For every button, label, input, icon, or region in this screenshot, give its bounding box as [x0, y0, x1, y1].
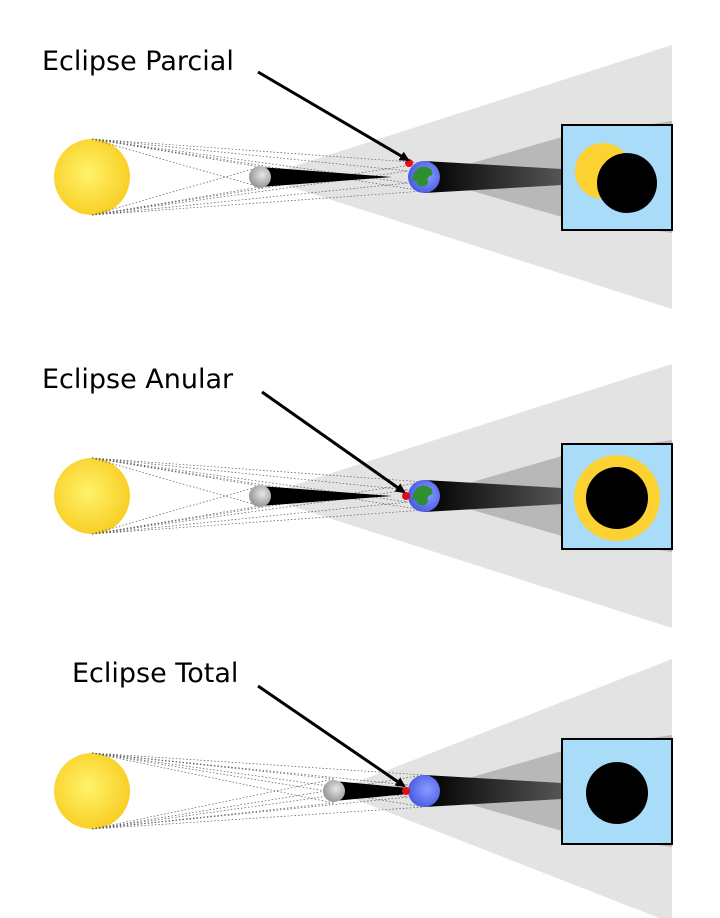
light-ray	[91, 752, 409, 786]
label-arrow	[261, 390, 406, 494]
view-moon	[586, 762, 648, 824]
light-rays	[91, 138, 425, 216]
earth-land	[412, 485, 433, 506]
label-arrow	[257, 684, 406, 788]
light-ray	[91, 778, 335, 830]
light-ray	[91, 489, 409, 535]
light-ray	[91, 182, 409, 216]
light-ray	[91, 784, 409, 830]
earth-land	[412, 166, 433, 187]
earth-shadow	[424, 161, 562, 193]
panel-label: Eclipse Parcial	[42, 46, 234, 77]
view-moon	[586, 467, 648, 529]
light-ray	[91, 138, 409, 172]
light-rays	[91, 457, 425, 535]
sun	[54, 139, 130, 215]
light-ray	[91, 138, 409, 184]
light-ray	[91, 457, 409, 491]
earth-shadow	[424, 775, 562, 807]
earth	[408, 775, 440, 807]
light-ray	[91, 162, 425, 216]
moon	[323, 780, 345, 802]
light-ray	[91, 752, 335, 780]
light-rays	[91, 752, 425, 830]
light-ray	[91, 752, 335, 804]
light-ray	[91, 802, 335, 830]
light-ray	[91, 190, 425, 216]
panel-partial: Eclipse Parcial	[42, 45, 673, 309]
light-ray	[91, 752, 425, 776]
light-ray	[91, 457, 409, 503]
panel-label: Eclipse Anular	[42, 364, 234, 395]
view-moon	[597, 153, 657, 213]
light-ray	[91, 752, 425, 808]
moon	[249, 485, 271, 507]
panel-total: Eclipse Total	[54, 658, 673, 918]
light-ray	[91, 752, 409, 798]
light-ray	[91, 501, 409, 535]
sun	[54, 753, 130, 829]
light-ray	[91, 138, 425, 192]
moon	[249, 166, 271, 188]
light-ray	[91, 774, 425, 830]
light-ray	[91, 170, 409, 216]
light-ray	[91, 457, 425, 483]
moon-umbra	[260, 486, 392, 506]
light-ray	[91, 806, 425, 830]
observer-dot	[402, 787, 410, 795]
light-ray	[91, 457, 425, 511]
panel-label: Eclipse Total	[72, 658, 238, 689]
earth-shadow	[424, 480, 562, 512]
panel-annular: Eclipse Anular	[42, 364, 673, 628]
label-arrow	[257, 70, 410, 162]
observer-dot	[402, 492, 410, 500]
sun	[54, 458, 130, 534]
light-ray	[91, 485, 261, 535]
light-ray	[91, 457, 261, 507]
light-ray	[91, 166, 261, 216]
moon-umbra	[334, 781, 408, 801]
moon-umbra	[260, 167, 392, 187]
light-ray	[91, 138, 425, 164]
light-ray	[91, 509, 425, 535]
light-ray	[91, 796, 409, 830]
light-ray	[91, 481, 425, 535]
light-ray	[91, 138, 261, 188]
